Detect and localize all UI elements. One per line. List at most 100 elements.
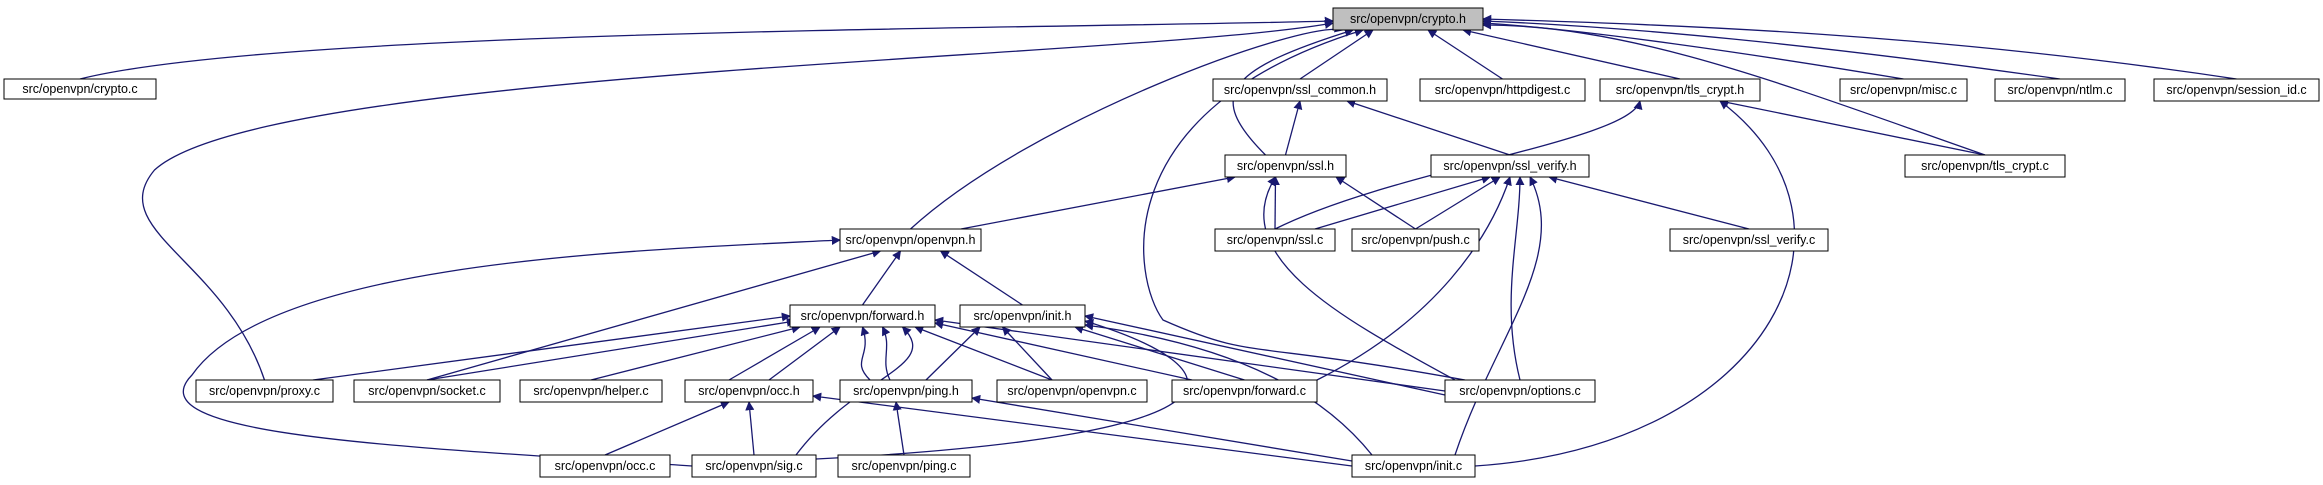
node-box[interactable] bbox=[353, 379, 501, 403]
node-label: src/openvpn/crypto.c bbox=[22, 82, 137, 96]
node-ping-c[interactable]: src/openvpn/ping.c bbox=[837, 454, 971, 478]
node-openvpn-h[interactable]: src/openvpn/openvpn.h bbox=[839, 228, 982, 252]
edge-socket_c-to-openvpn_h bbox=[426, 248, 882, 381]
node-ssl-c[interactable]: src/openvpn/ssl.c bbox=[1214, 228, 1336, 252]
edge-options_c-to-ssl_h bbox=[1263, 176, 1456, 381]
node-occ-c[interactable]: src/openvpn/occ.c bbox=[539, 454, 671, 478]
node-box[interactable] bbox=[1994, 78, 2126, 102]
edge-openvpn_h-to-crypto_h bbox=[910, 23, 1344, 230]
edge-openvpn_h-to-ssl_h bbox=[960, 174, 1236, 230]
node-box[interactable] bbox=[839, 228, 982, 252]
node-occ-h[interactable]: src/openvpn/occ.h bbox=[684, 379, 814, 403]
edge-forward_c-to-ssl_verify_h bbox=[1316, 176, 1512, 381]
edge-ping_h-to-forward_h bbox=[860, 326, 871, 381]
node-box[interactable] bbox=[789, 304, 936, 328]
node-box[interactable] bbox=[1669, 228, 1829, 252]
edge-init_c-to-ping_h bbox=[971, 394, 1353, 462]
node-box[interactable] bbox=[1224, 154, 1347, 178]
node-session-id-c[interactable]: src/openvpn/session_id.c bbox=[2153, 78, 2320, 102]
node-box[interactable] bbox=[3, 78, 157, 100]
node-sig-c[interactable]: src/openvpn/sig.c bbox=[691, 454, 817, 478]
node-box[interactable] bbox=[684, 379, 814, 403]
node-misc-c[interactable]: src/openvpn/misc.c bbox=[1839, 78, 1968, 102]
node-box[interactable] bbox=[195, 379, 334, 403]
edge-forward_h-to-openvpn_h bbox=[861, 250, 902, 306]
node-box[interactable] bbox=[1430, 154, 1590, 178]
node-box[interactable] bbox=[1839, 78, 1968, 102]
node-ssl-h[interactable]: src/openvpn/ssl.h bbox=[1224, 154, 1347, 178]
node-tls-crypt-h[interactable]: src/openvpn/tls_crypt.h bbox=[1599, 78, 1761, 102]
node-crypto-c[interactable]: src/openvpn/crypto.c bbox=[3, 78, 157, 100]
node-init-h[interactable]: src/openvpn/init.h bbox=[959, 304, 1086, 328]
edge-sig_c-to-forward_h bbox=[795, 326, 914, 456]
node-ping-h[interactable]: src/openvpn/ping.h bbox=[839, 379, 973, 403]
edge-occ_h-to-forward_h bbox=[728, 326, 821, 381]
nodes: src/openvpn/crypto.h src/openvpn/crypto.c… bbox=[3, 7, 2320, 478]
node-proxy-c[interactable]: src/openvpn/proxy.c bbox=[195, 379, 334, 403]
node-ssl-common-h[interactable]: src/openvpn/ssl_common.h bbox=[1212, 78, 1388, 102]
node-ntlm-c[interactable]: src/openvpn/ntlm.c bbox=[1994, 78, 2126, 102]
edge-ping_h-to-init_h bbox=[925, 326, 981, 381]
node-label: src/openvpn/session_id.c bbox=[2166, 83, 2306, 97]
node-forward-c[interactable]: src/openvpn/forward.c bbox=[1171, 379, 1318, 403]
node-box[interactable] bbox=[1904, 154, 2066, 178]
node-box[interactable] bbox=[959, 304, 1086, 328]
node-box[interactable] bbox=[1171, 379, 1318, 403]
edge-httpdigest_c-to-crypto_h bbox=[1427, 29, 1503, 80]
node-box[interactable] bbox=[839, 379, 973, 403]
edge-openvpn_c-to-forward_h bbox=[914, 325, 1053, 381]
node-label: src/openvpn/forward.h bbox=[801, 309, 925, 323]
node-ssl-verify-c[interactable]: src/openvpn/ssl_verify.c bbox=[1669, 228, 1829, 252]
edge-session_id_c-to-crypto_h bbox=[1482, 14, 2237, 80]
edge-tls_crypt_c-to-tls_crypt_h bbox=[1719, 98, 1986, 156]
node-tls-crypt-c[interactable]: src/openvpn/tls_crypt.c bbox=[1904, 154, 2066, 178]
node-box[interactable] bbox=[691, 454, 817, 478]
node-box[interactable] bbox=[519, 379, 663, 403]
edge-occ_c-to-occ_h bbox=[604, 401, 730, 456]
node-push-c[interactable]: src/openvpn/push.c bbox=[1351, 228, 1480, 252]
node-label: src/openvpn/sig.c bbox=[705, 459, 802, 473]
node-box[interactable] bbox=[2153, 78, 2320, 102]
edge-ssl_c-to-ssl_h bbox=[1270, 176, 1280, 230]
node-helper-c[interactable]: src/openvpn/helper.c bbox=[519, 379, 663, 403]
node-box[interactable] bbox=[1214, 228, 1336, 252]
edge-crypto_c-to-crypto_h bbox=[79, 16, 1334, 80]
node-box[interactable] bbox=[1419, 78, 1586, 102]
node-box[interactable] bbox=[996, 379, 1148, 403]
node-options-c[interactable]: src/openvpn/options.c bbox=[1444, 379, 1596, 403]
node-box[interactable] bbox=[1351, 454, 1476, 478]
edge-ssl_verify_c-to-ssl_verify_h bbox=[1548, 174, 1750, 230]
edge-options_c-to-ssl_verify_h bbox=[1510, 176, 1525, 381]
edge-push_c-to-ssl_verify_h bbox=[1415, 176, 1501, 230]
node-crypto-h[interactable]: src/openvpn/crypto.h bbox=[1332, 7, 1484, 31]
node-label: src/openvpn/init.c bbox=[1365, 459, 1462, 473]
node-label: src/openvpn/occ.h bbox=[698, 384, 799, 398]
node-box[interactable] bbox=[539, 454, 671, 478]
node-forward-h[interactable]: src/openvpn/forward.h bbox=[789, 304, 936, 328]
edge-ssl_c-to-ssl_verify_h bbox=[1314, 174, 1491, 230]
node-box[interactable] bbox=[1351, 228, 1480, 252]
node-ssl-verify-h[interactable]: src/openvpn/ssl_verify.h bbox=[1430, 154, 1590, 178]
node-label: src/openvpn/push.c bbox=[1361, 233, 1469, 247]
node-box[interactable] bbox=[1599, 78, 1761, 102]
node-box[interactable] bbox=[837, 454, 971, 478]
node-socket-c[interactable]: src/openvpn/socket.c bbox=[353, 379, 501, 403]
node-openvpn-c[interactable]: src/openvpn/openvpn.c bbox=[996, 379, 1148, 403]
node-label: src/openvpn/ping.h bbox=[853, 384, 959, 398]
node-box[interactable] bbox=[1444, 379, 1596, 403]
node-label: src/openvpn/ping.c bbox=[852, 459, 957, 473]
node-box[interactable] bbox=[1332, 7, 1484, 31]
edge-push_c-to-ssl_h bbox=[1335, 176, 1416, 230]
edge-socket_c-to-forward_h bbox=[426, 317, 796, 381]
edge-init_h-to-openvpn_h bbox=[939, 250, 1023, 306]
node-label: src/openvpn/forward.c bbox=[1183, 384, 1306, 398]
node-box[interactable] bbox=[1212, 78, 1388, 102]
node-httpdigest-c[interactable]: src/openvpn/httpdigest.c bbox=[1419, 78, 1586, 102]
node-label: src/openvpn/ssl_verify.h bbox=[1443, 159, 1576, 173]
edge-sig_c-to-occ_h bbox=[745, 401, 755, 456]
edge-tls_crypt_h-to-crypto_h bbox=[1462, 27, 1681, 80]
edge-options_c-to-forward_h bbox=[934, 316, 1446, 392]
node-init-c[interactable]: src/openvpn/init.c bbox=[1351, 454, 1476, 478]
edge-ssl_verify_h-to-ssl_common_h bbox=[1346, 99, 1511, 156]
